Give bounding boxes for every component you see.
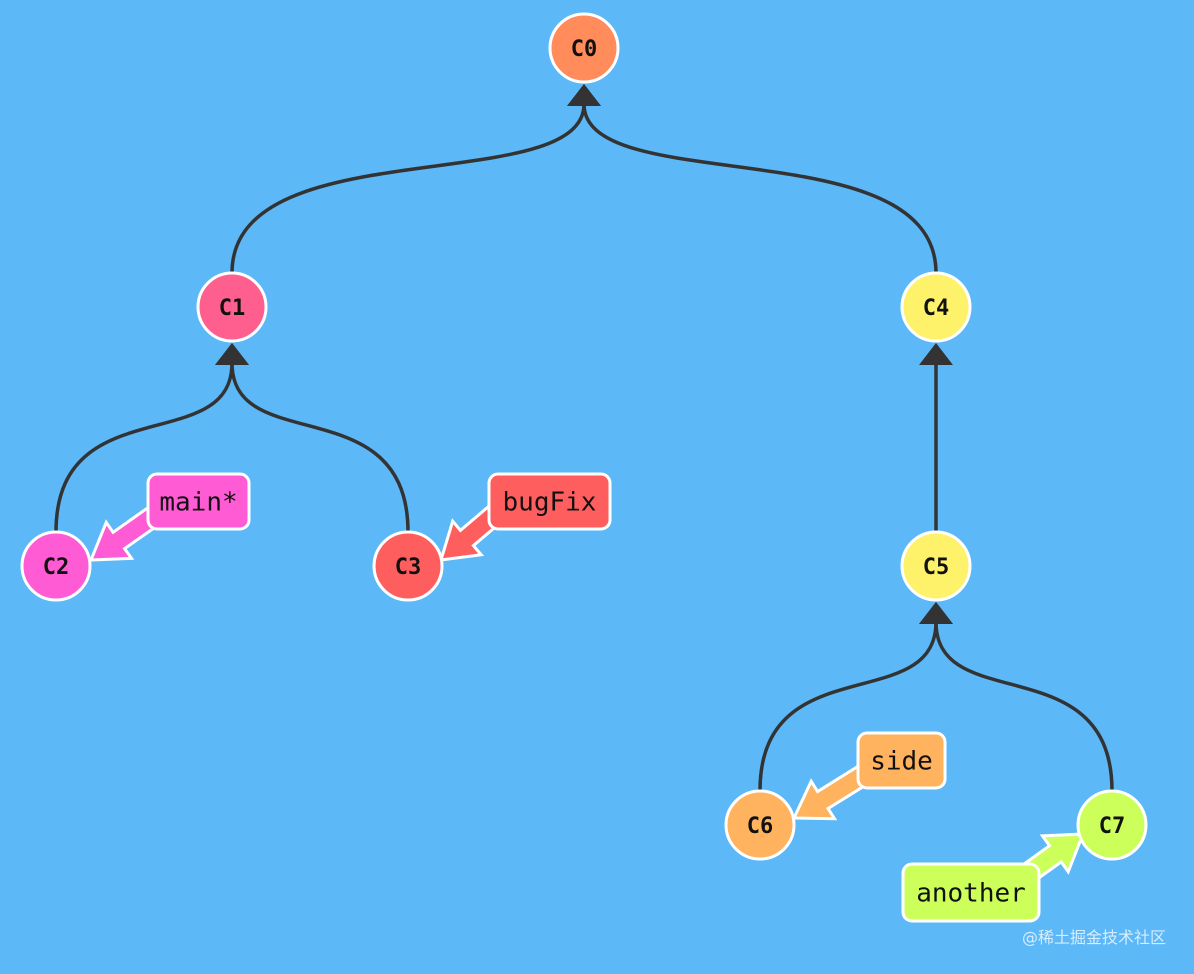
commit-node-C5[interactable]: C5: [900, 530, 972, 602]
branch-name-C3: bugFix: [503, 488, 597, 518]
commit-circle-C2: [20, 530, 92, 602]
commit-label-C6: C6: [747, 814, 774, 839]
branch-box-C7: [901, 862, 1041, 923]
commit-label-C0: C0: [571, 37, 598, 62]
commit-node-C4[interactable]: C4: [900, 271, 972, 343]
branch-box-C3: [487, 472, 612, 531]
edge-C7-to-C5: [934, 621, 1114, 792]
branch-labels-layer: main* bugFix side another: [146, 472, 1041, 923]
commit-node-C0[interactable]: C0: [548, 12, 620, 84]
branch-box-C2: [146, 472, 251, 531]
commit-circle-C7: [1076, 789, 1148, 861]
edge-C4-to-C0: [582, 103, 938, 274]
branch-name-C2: main*: [159, 488, 237, 518]
commit-circle-C6: [724, 789, 796, 861]
commit-circle-C3: [372, 530, 444, 602]
commit-label-C2: C2: [43, 555, 70, 580]
edge-C3-to-C1: [230, 362, 410, 533]
branch-name-C6: side: [870, 747, 933, 777]
branch-label-C3[interactable]: bugFix: [487, 472, 612, 531]
edge-C1-to-C0: [230, 103, 586, 274]
edges-layer: [54, 84, 1114, 792]
commit-circle-C4: [900, 271, 972, 343]
commit-label-C7: C7: [1099, 814, 1126, 839]
commit-node-C6[interactable]: C6: [724, 789, 796, 861]
branch-label-C2[interactable]: main*: [146, 472, 251, 531]
edge-C2-to-C1: [54, 362, 234, 533]
arrowhead-C7-to-C5: [919, 602, 953, 624]
commit-label-C1: C1: [219, 296, 246, 321]
commit-node-C3[interactable]: C3: [372, 530, 444, 602]
commit-node-C2[interactable]: C2: [20, 530, 92, 602]
commit-label-C3: C3: [395, 555, 422, 580]
commit-label-C4: C4: [923, 296, 950, 321]
commit-circle-C5: [900, 530, 972, 602]
commit-circle-C1: [196, 271, 268, 343]
watermark-text: @稀土掘金技术社区: [1021, 928, 1166, 947]
branch-name-C7: another: [916, 879, 1026, 909]
arrowhead-C3-to-C1: [215, 343, 249, 365]
branch-label-C6[interactable]: side: [856, 731, 947, 790]
commit-circle-C0: [548, 12, 620, 84]
arrowhead-C5-to-C4: [919, 343, 953, 365]
commit-node-C1[interactable]: C1: [196, 271, 268, 343]
branch-box-C6: [856, 731, 947, 790]
branch-label-C7[interactable]: another: [901, 862, 1041, 923]
arrowhead-C4-to-C0: [567, 84, 601, 106]
commit-label-C5: C5: [923, 555, 950, 580]
edge-C6-to-C5: [758, 621, 938, 792]
commit-node-C7[interactable]: C7: [1076, 789, 1148, 861]
